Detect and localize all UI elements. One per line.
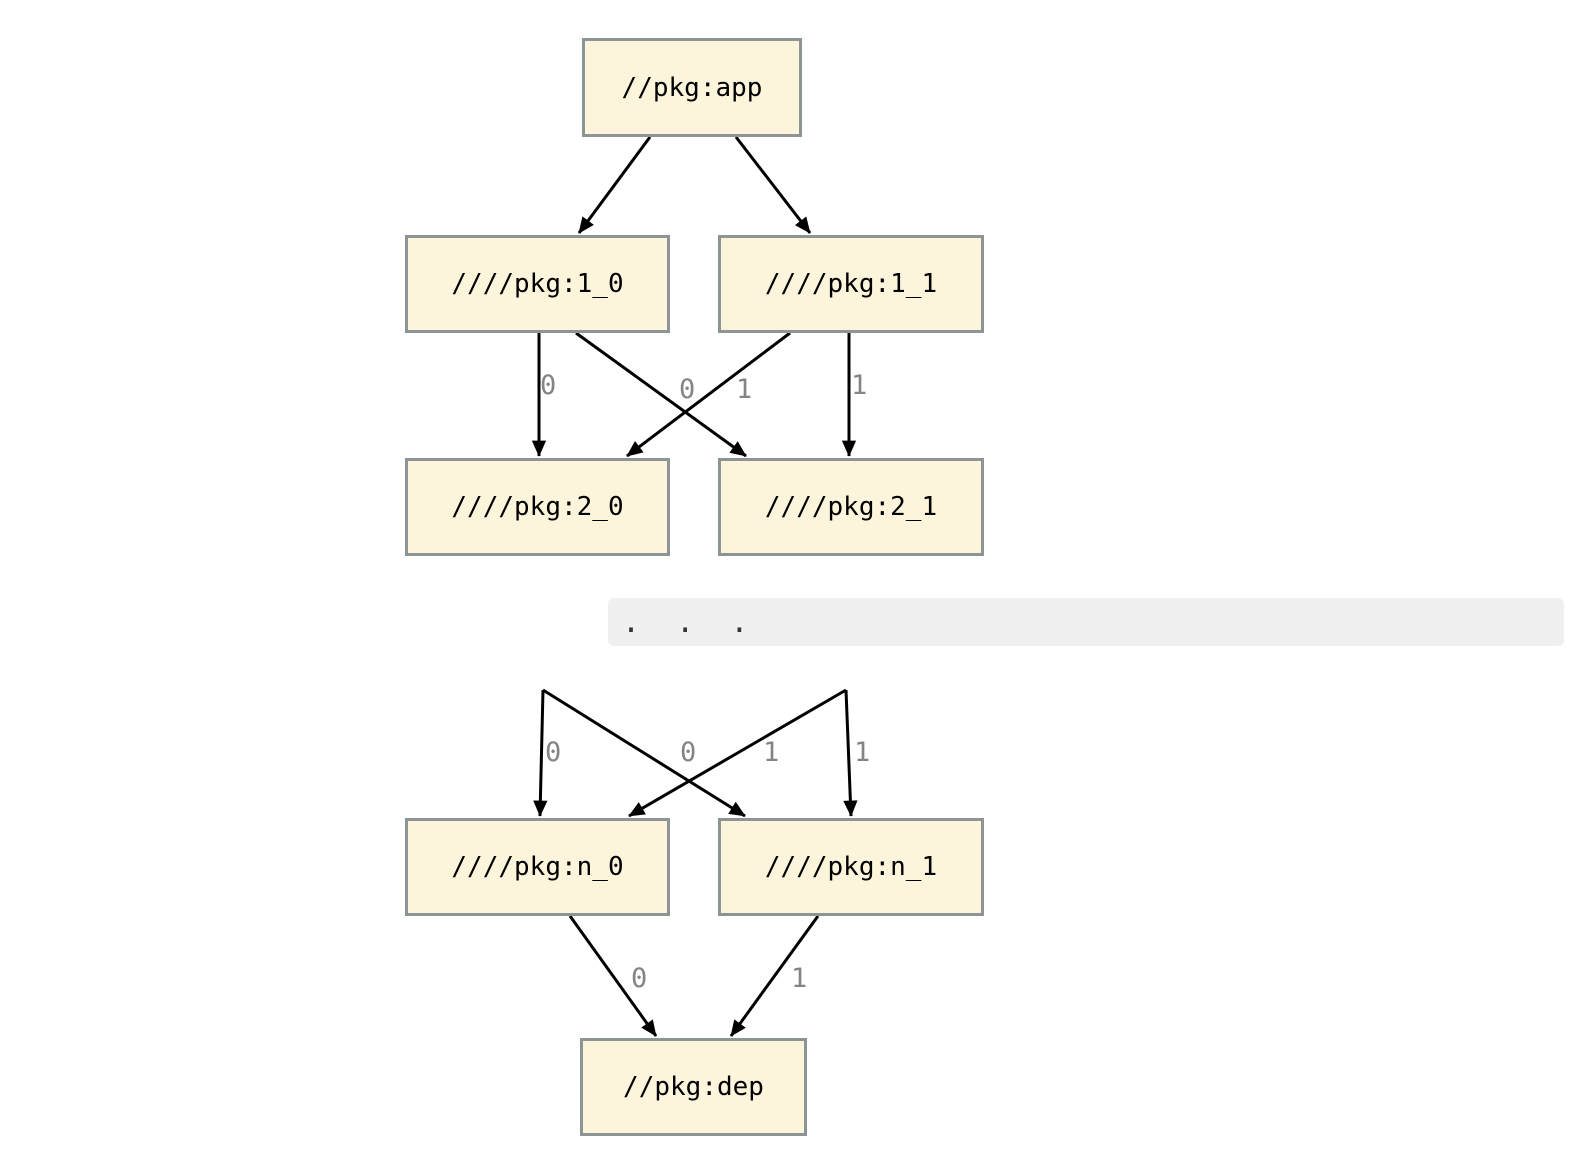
edge-1-0-to-2-1 (575, 331, 747, 458)
edge-app-to-1-1 (734, 136, 812, 234)
edge-label-1-0-to-2-0: 0 (540, 370, 557, 401)
edge-hidden-1-to-n-1 (843, 689, 858, 817)
edge-n-1-to-dep (729, 915, 820, 1037)
node-pkg-2-0: ////pkg:2_0 (405, 458, 670, 556)
edge-label-hidden-0-to-n-0: 0 (545, 737, 562, 768)
edge-label-hidden-1-to-n-0: 1 (763, 737, 780, 768)
ellipsis-bar: . . . (608, 598, 1564, 646)
node-pkg-1-1: ////pkg:1_1 (718, 235, 984, 333)
node-pkg-n-0: ////pkg:n_0 (405, 818, 670, 916)
edge-hidden-1-to-n-0 (628, 688, 847, 818)
edge-label-n-1-to-dep: 1 (791, 963, 808, 994)
edge-label-hidden-1-to-n-1: 1 (854, 737, 871, 768)
edge-hidden-0-to-n-1 (542, 688, 746, 818)
edge-label-hidden-0-to-n-1: 0 (680, 737, 697, 768)
edge-app-to-1-0 (577, 136, 652, 234)
node-pkg-1-0: ////pkg:1_0 (405, 235, 670, 333)
edge-hidden-0-to-n-0 (533, 689, 548, 817)
node-pkg-app: //pkg:app (582, 38, 802, 137)
ellipsis-text: . . . (622, 604, 749, 640)
edge-label-1-0-to-2-1: 0 (679, 374, 696, 405)
edge-n-0-to-dep (568, 915, 658, 1037)
node-pkg-dep: //pkg:dep (580, 1038, 807, 1136)
edge-label-1-1-to-2-0: 1 (736, 374, 753, 405)
node-pkg-2-1: ////pkg:2_1 (718, 458, 984, 556)
node-pkg-n-1: ////pkg:n_1 (718, 818, 984, 916)
edge-1-1-to-2-0 (626, 331, 791, 458)
edge-label-n-0-to-dep: 0 (631, 963, 648, 994)
edge-label-1-1-to-2-1: 1 (851, 370, 868, 401)
